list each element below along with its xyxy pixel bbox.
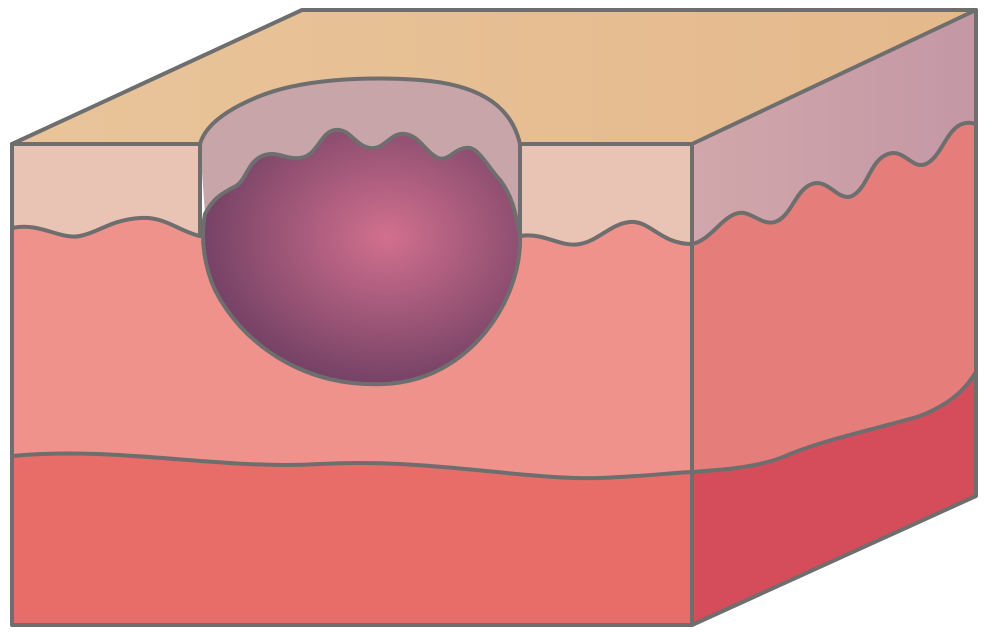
skin-cross-section-diagram [0, 0, 984, 632]
diagram-stage [0, 0, 984, 632]
